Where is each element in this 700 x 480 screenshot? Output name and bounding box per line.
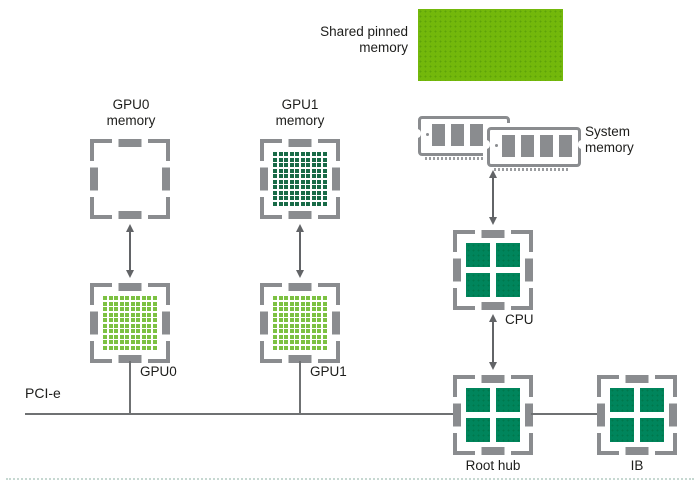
root-hub-ib-line [531,413,599,415]
gpu1-memory-label: GPU1 memory [260,97,340,129]
pcie-bus-label: PCI-e [25,385,61,401]
gpu0-core-grid [103,296,157,350]
ib-quads [610,388,664,442]
cpu-chip-icon [453,230,533,310]
shared-pinned-line1: Shared pinned [320,24,408,39]
gpu1-chip-icon [260,283,340,363]
ib-chip-icon [597,375,677,455]
gpu1-memory-chip-icon [260,139,340,219]
cpu-core-quads [466,243,520,297]
system-memory-label: System memory [585,124,634,156]
root-hub-quads [466,388,520,442]
gpu1-bus-connector-line [299,361,301,413]
gpu0-memory-line1: GPU0 [112,97,150,112]
bottom-border-line [6,478,694,480]
root-hub-chip-icon [453,375,533,455]
gpu1-label: GPU1 [310,364,347,379]
gpu0-chip-icon [90,283,170,363]
ram-stick-front-icon [486,127,582,171]
gpu1-memory-line1: GPU1 [281,97,319,112]
shared-pinned-memory-label: Shared pinned memory [288,24,408,56]
root-hub-label: Root hub [465,458,521,473]
cpu-label: CPU [505,312,534,327]
ib-label: IB [630,458,644,473]
shared-pinned-memory-block-icon [418,9,563,81]
gpu1-memory-grid [273,152,327,206]
gpu0-memory-label: GPU0 memory [91,97,171,129]
gpu1-memory-line2: memory [275,113,325,128]
system-memory-line1: System [585,124,631,139]
gpu0-memory-line2: memory [106,113,156,128]
shared-pinned-line2: memory [359,40,408,55]
gpu0-bus-connector-line [129,361,131,413]
gpu0-memory-chip-icon [90,139,170,219]
system-memory-line2: memory [585,140,634,155]
gpu0-label: GPU0 [140,364,177,379]
pcie-bus-line [25,413,457,415]
gpu1-core-grid [273,296,327,350]
